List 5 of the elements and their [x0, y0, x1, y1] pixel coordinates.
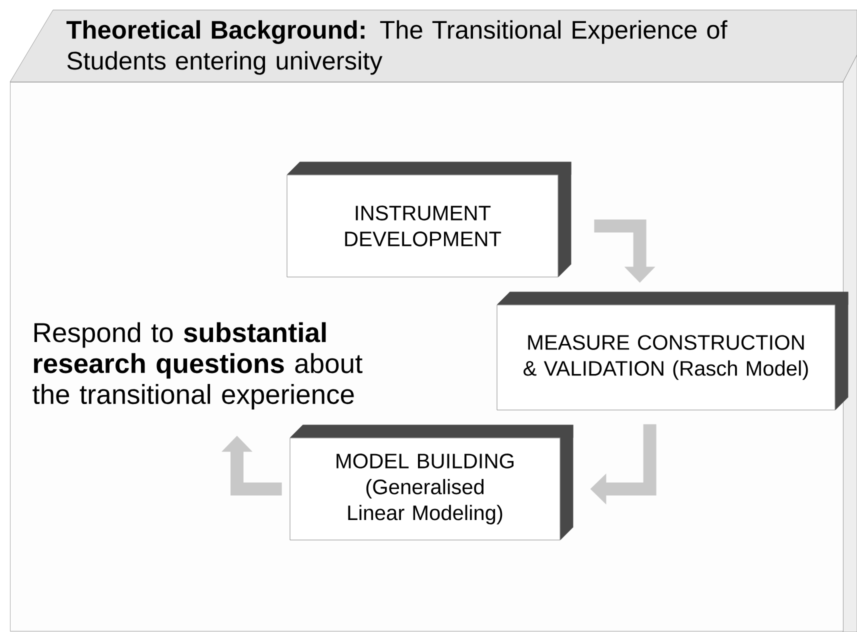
process-box: MEASURE CONSTRUCTION & VALIDATION (Rasch Model) [496, 292, 848, 410]
node-label: Theoretical Background: The Transitional Experience of Students entering university [66, 20, 728, 75]
note-text: Respond to substantial research questions about the transitional experience [32, 322, 362, 410]
process-box: INSTRUMENT DEVELOPMENT [286, 162, 572, 278]
process-box: MODEL BUILDING (Generalised Linear Modeling) [290, 424, 574, 540]
